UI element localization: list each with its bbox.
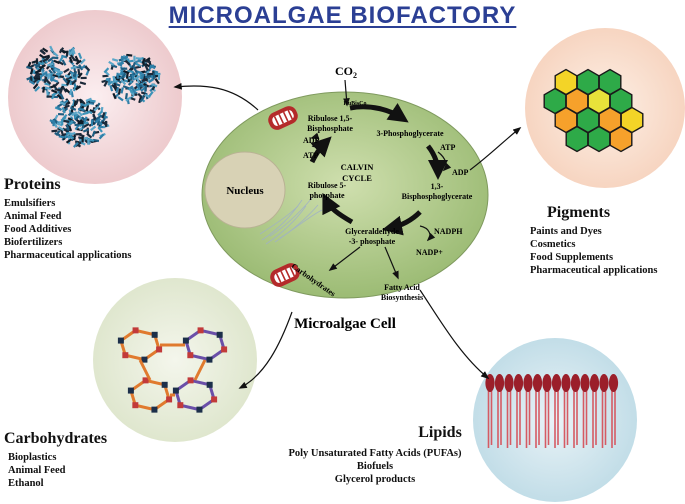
list-item: Ethanol [8, 478, 44, 489]
pigments-list: Paints and Dyes Cosmetics Food Supplemen… [530, 225, 657, 277]
adp-left-label: ADP [303, 136, 320, 145]
lipid-molecules-icon [485, 374, 619, 448]
nadp-label: NADP+ [416, 248, 443, 257]
lipids-heading: Lipids [418, 424, 462, 441]
atp-right-label: ATP [440, 143, 456, 152]
nucleus-label: Nucleus [226, 185, 264, 197]
pathway-arrows [173, 79, 522, 389]
bpg-label-line1: 1,3- [431, 182, 444, 191]
carbohydrates-circle [93, 278, 257, 442]
carbohydrates-heading: Carbohydrates [4, 430, 108, 447]
list-item: Animal Feed [4, 211, 62, 222]
ribulose-15-label-line1: Ribulose 1,5- [308, 114, 353, 123]
g3p-label-line2: -3- phosphate [349, 237, 396, 246]
list-item: Glycerol products [334, 474, 416, 485]
list-item: Biofertilizers [4, 237, 63, 248]
fatty-acid-label-line1: Fatty Acid [384, 283, 420, 292]
calvin-label-line2: CYCLE [342, 173, 372, 183]
rubisco-label: RuBisCo [343, 101, 366, 107]
thylakoid-strands [259, 197, 323, 245]
list-item: Pharmaceutical applications [530, 265, 658, 276]
lipids-list: Poly Unsaturated Fatty Acids (PUFAs) Bio… [260, 447, 490, 486]
list-item: Biofuels [356, 461, 394, 472]
ribulose-5-label-line2: phosphate [309, 191, 345, 200]
atp-left-label: ATP [303, 151, 319, 160]
list-item: Pharmaceutical applications [4, 250, 132, 261]
nadph-label: NADPH [434, 227, 463, 236]
calvin-label-line1: CALVIN [341, 162, 375, 172]
list-item: Bioplastics [8, 452, 57, 463]
list-item: Paints and Dyes [530, 226, 602, 237]
list-item: Cosmetics [530, 239, 576, 250]
ribulose-5-label-line1: Ribulose 5- [308, 181, 347, 190]
list-item: Food Additives [4, 224, 72, 235]
adp-right-label: ADP [452, 168, 469, 177]
calvin-cycle-arrows [309, 103, 448, 236]
list-item: Animal Feed [8, 465, 66, 476]
co2-label: CO2 [335, 64, 357, 80]
g3p-label-line1: Glyceraldehyde [345, 227, 399, 236]
mitochondrion-icon [270, 263, 300, 287]
ribulose-15-label-line2: Bisphosphate [307, 124, 353, 133]
nucleus [204, 151, 286, 229]
3-phosphoglycerate-label: 3-Phosphoglycerate [376, 129, 444, 138]
mitochondrion-icon [268, 106, 298, 130]
cell-label: Microalgae Cell [294, 316, 396, 332]
protein-aggregate-icon [26, 45, 161, 148]
page-title: MICROALGAE BIOFACTORY [168, 2, 517, 29]
pigment-honeycomb-icon [543, 68, 644, 153]
proteins-heading: Proteins [4, 176, 61, 193]
carbohydrates-list: Bioplastics Animal Feed Ethanol [8, 451, 65, 490]
carbohydrate-molecule-icon [117, 327, 228, 413]
list-item: Emulsifiers [4, 198, 56, 209]
proteins-list: Emulsifiers Animal Feed Food Additives B… [4, 197, 131, 262]
pigments-heading: Pigments [547, 204, 611, 221]
proteins-circle [8, 10, 182, 184]
bpg-label-line2: Bisphosphoglycerate [402, 192, 473, 201]
list-item: Poly Unsaturated Fatty Acids (PUFAs) [288, 448, 462, 459]
microalgae-cell [201, 91, 489, 299]
list-item: Food Supplements [530, 252, 614, 263]
fatty-acid-label-line2: Biosynthesis [381, 293, 423, 302]
